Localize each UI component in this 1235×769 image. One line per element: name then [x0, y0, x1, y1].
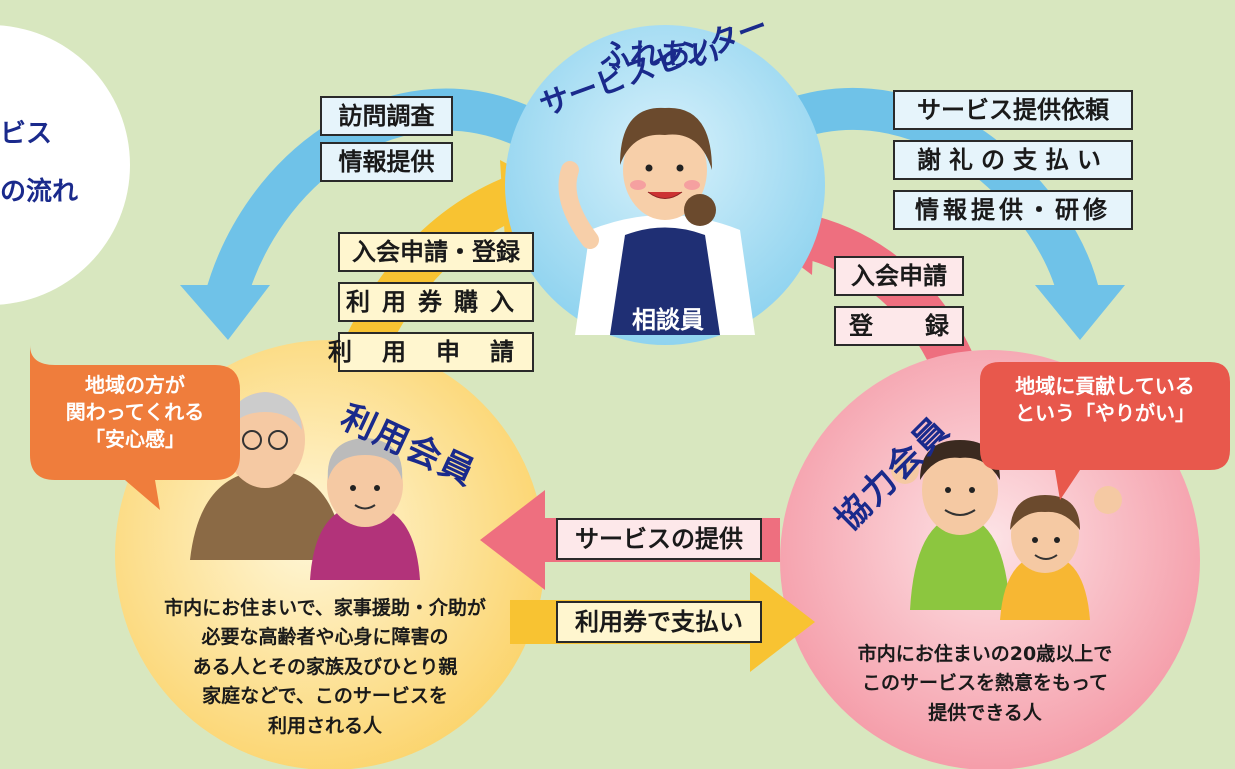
user-description-line: 家庭などで、このサービスを: [202, 685, 448, 708]
ticket-payment-label: 利用券で支払い: [556, 601, 762, 643]
arrow-payment-head: [750, 572, 815, 672]
staff-label: 相談員: [632, 306, 704, 334]
arrow-center-to-coop-head: [1035, 285, 1125, 340]
service-provision-label: サービスの提供: [556, 518, 762, 560]
box-reward-payment: 謝礼の支払い: [893, 140, 1133, 180]
box-join-register: 入会申請・登録: [338, 232, 534, 272]
arrow-center-to-user-head: [180, 285, 270, 340]
box-info-provision: 情報提供: [320, 142, 453, 182]
elderly-couple-illustration: [190, 392, 420, 580]
user-description-line: 利用される人: [267, 714, 382, 737]
user-bubble-line: 地域の方が: [85, 373, 185, 397]
user-bubble-shape: [30, 345, 240, 510]
arrow-service-head: [480, 490, 545, 590]
title-line1: ビス: [0, 119, 53, 149]
box-join-application: 入会申請: [834, 256, 964, 296]
box-service-request: サービス提供依頼: [893, 90, 1133, 130]
user-bubble-line: 「安心感」: [85, 427, 185, 451]
user-bubble-text: 地域の方が 関わってくれる 「安心感」: [30, 372, 240, 453]
coop-bubble-line: という「やりがい」: [1015, 401, 1195, 425]
box-registration: 登録: [834, 306, 964, 346]
coop-description-line: 提供できる人: [928, 701, 1042, 724]
coop-members-illustration: [891, 440, 1122, 620]
user-description-line: 市内にお住まいで、家事援助・介助が: [164, 597, 486, 619]
coop-description: 市内にお住まいの20歳以上で このサービスを熱意をもって 提供できる人: [800, 640, 1170, 728]
center-name-line1: ふれあい: [600, 38, 720, 73]
coop-description-line: 市内にお住まいの20歳以上で: [857, 643, 1113, 665]
title-line2: の流れ: [0, 177, 79, 207]
coop-bubble-shape: [980, 362, 1230, 500]
title-circle: [0, 25, 130, 305]
coop-description-line: このサービスを熱意をもって: [861, 672, 1109, 695]
user-description-line: 必要な高齢者や心身に障害の: [201, 626, 449, 649]
box-ticket-purchase: 利用券購入: [338, 282, 534, 322]
coop-bubble-text: 地域に貢献している という「やりがい」: [980, 373, 1230, 427]
user-description-line: ある人とその家族及びひとり親: [192, 655, 458, 678]
user-bubble-line: 関わってくれる: [65, 400, 205, 424]
coop-bubble-line: 地域に貢献している: [1015, 374, 1195, 398]
user-description: 市内にお住まいで、家事援助・介助が 必要な高齢者や心身に障害の ある人とその家族…: [135, 594, 515, 741]
box-visit-survey: 訪問調査: [320, 96, 453, 136]
counselor-illustration: [558, 107, 755, 335]
box-info-training: 情報提供・研修: [893, 190, 1133, 230]
box-use-application: 利用申請: [328, 332, 534, 372]
